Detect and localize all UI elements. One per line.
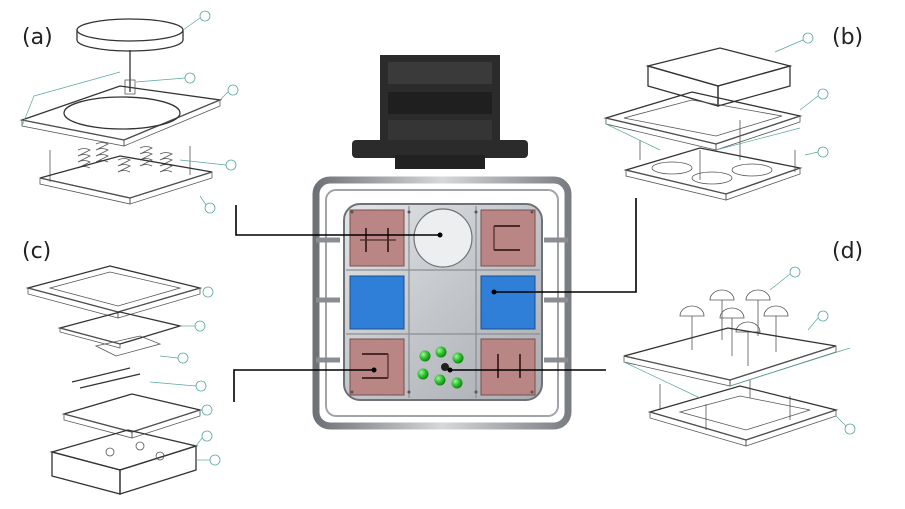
panel-b-box-module	[603, 32, 829, 201]
module-green-spheres	[417, 346, 464, 389]
panel-a-spring-platform	[19, 10, 239, 214]
panel-label-a: (a)	[22, 25, 53, 50]
module-blue-right	[480, 275, 536, 330]
panel-c-layered-stack	[25, 265, 221, 495]
module-pink-top-left	[349, 209, 405, 267]
module-blue-left	[349, 275, 405, 330]
center-vehicle-top-view	[312, 176, 572, 430]
module-pink-top-right	[480, 209, 536, 267]
panel-label-d: (d)	[832, 239, 863, 264]
module-pink-bottom-left	[349, 338, 405, 396]
panel-d-sensor-array	[623, 266, 856, 447]
leader-lines	[233, 198, 637, 402]
center-motor	[352, 55, 528, 169]
module-round-platform	[413, 208, 473, 268]
module-pink-bottom-right	[480, 338, 536, 396]
panel-label-b: (b)	[832, 25, 863, 50]
panel-label-c: (c)	[22, 239, 51, 264]
